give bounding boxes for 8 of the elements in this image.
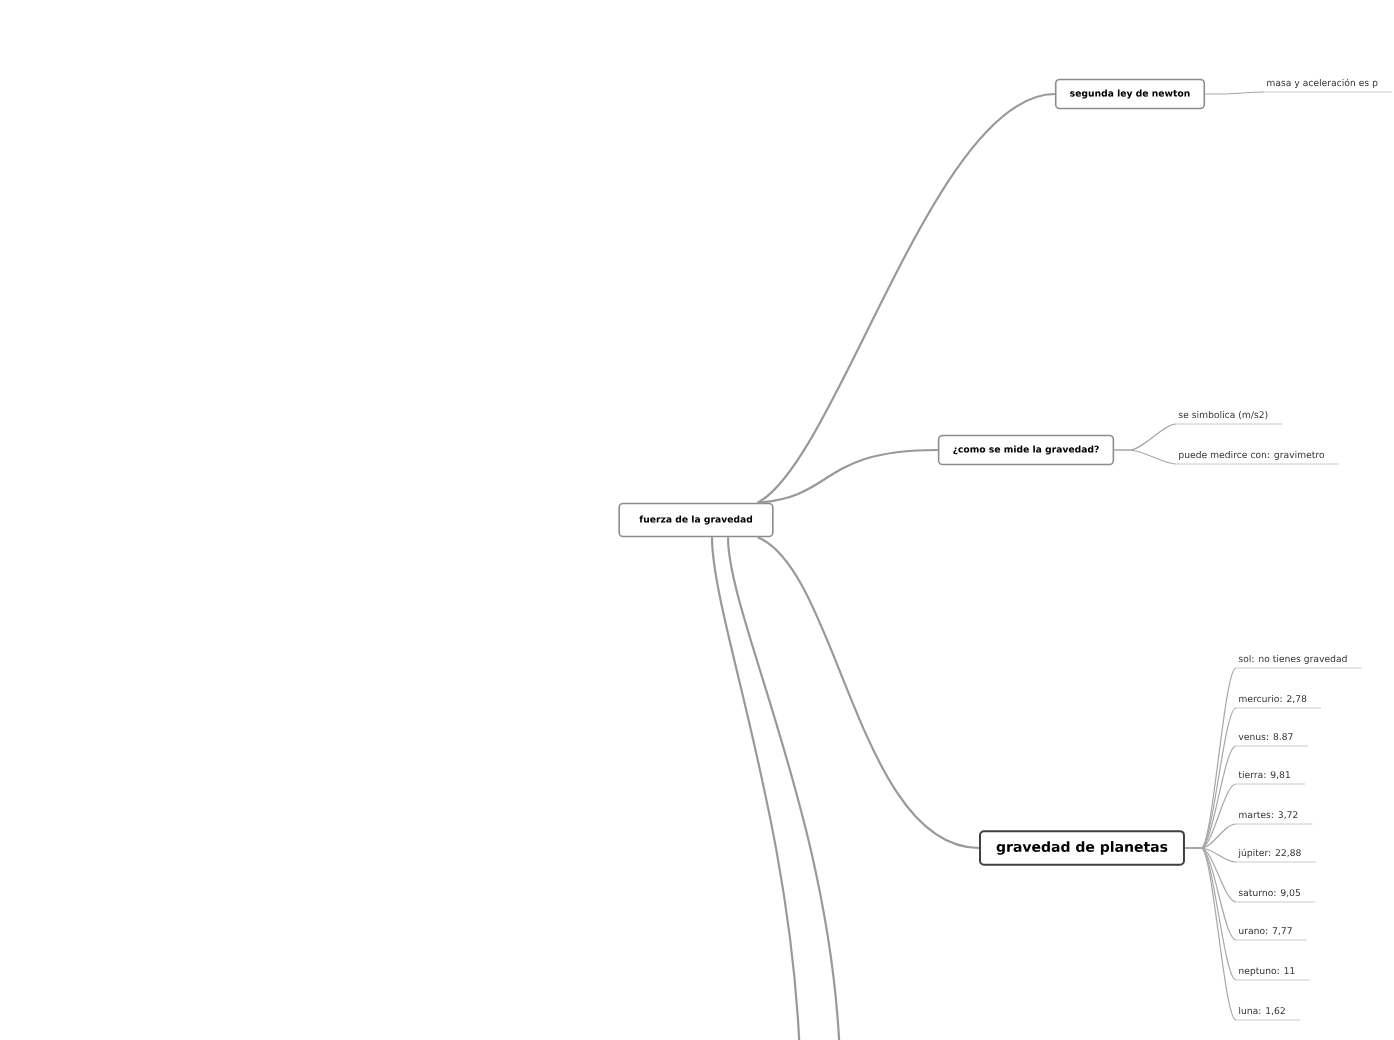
connector (757, 448, 938, 504)
connector (756, 92, 1056, 504)
connector (1204, 91, 1265, 95)
connector (726, 537, 842, 1040)
connector (757, 536, 980, 850)
connector (1184, 847, 1237, 1021)
connector (1113, 449, 1177, 465)
connector (710, 537, 802, 1040)
